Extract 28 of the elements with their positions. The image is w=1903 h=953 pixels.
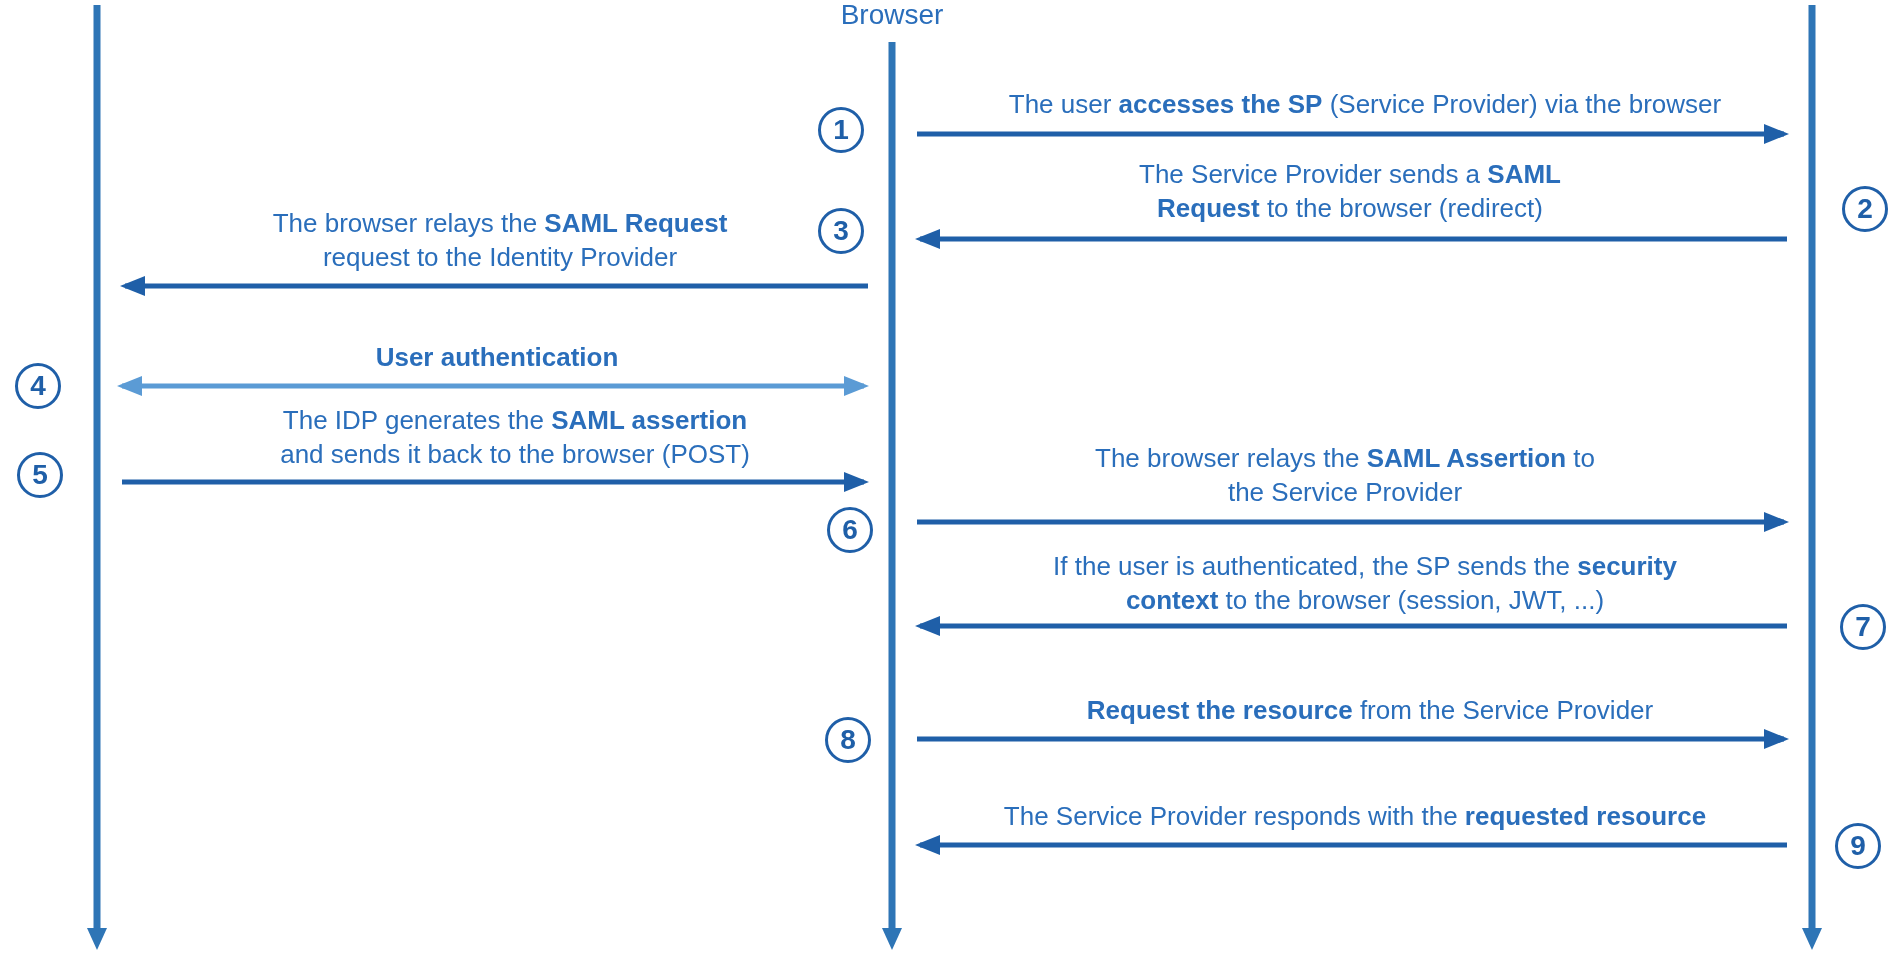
arrow [917,124,1789,144]
edge-label: Request the resource from the Service Provider [1085,694,1655,728]
arrow [122,472,869,492]
callout-number: 4 [15,363,61,409]
edge-label: The browser relays the SAML Assertion to the Service Provider [1095,442,1595,510]
arrow [917,512,1789,532]
arrow [915,229,1787,249]
edge-label: User authentication [374,341,620,375]
edge-label: If the user is authenticated, the SP sends the security context to the browser (session, JWT, ...) [1052,550,1678,618]
callout-number: 2 [1842,186,1888,232]
callout-number: 8 [825,717,871,763]
lifeline-title: Browser [840,0,944,31]
callout-number: 9 [1835,823,1881,869]
arrow [915,616,1787,636]
arrow [917,729,1789,749]
edge-label: The browser relays the SAML Request request to the Identity Provider [271,207,729,275]
arrow [915,835,1787,855]
arrow [117,376,869,396]
edge-label: The user accesses the SP (Service Provider) via the browser [1007,88,1723,122]
edge-label: The Service Provider sends a SAML Request to the browser (redirect) [1138,158,1562,226]
arrow [120,276,868,296]
callout-number: 5 [17,452,63,498]
callout-number: 6 [827,507,873,553]
callout-number: 3 [818,208,864,254]
edge-label: The IDP generates the SAML assertion and sends it back to the browser (POST) [279,404,751,472]
callout-number: 1 [818,107,864,153]
callout-number: 7 [1840,604,1886,650]
edge-label: The Service Provider responds with the requested resource [1002,800,1708,834]
